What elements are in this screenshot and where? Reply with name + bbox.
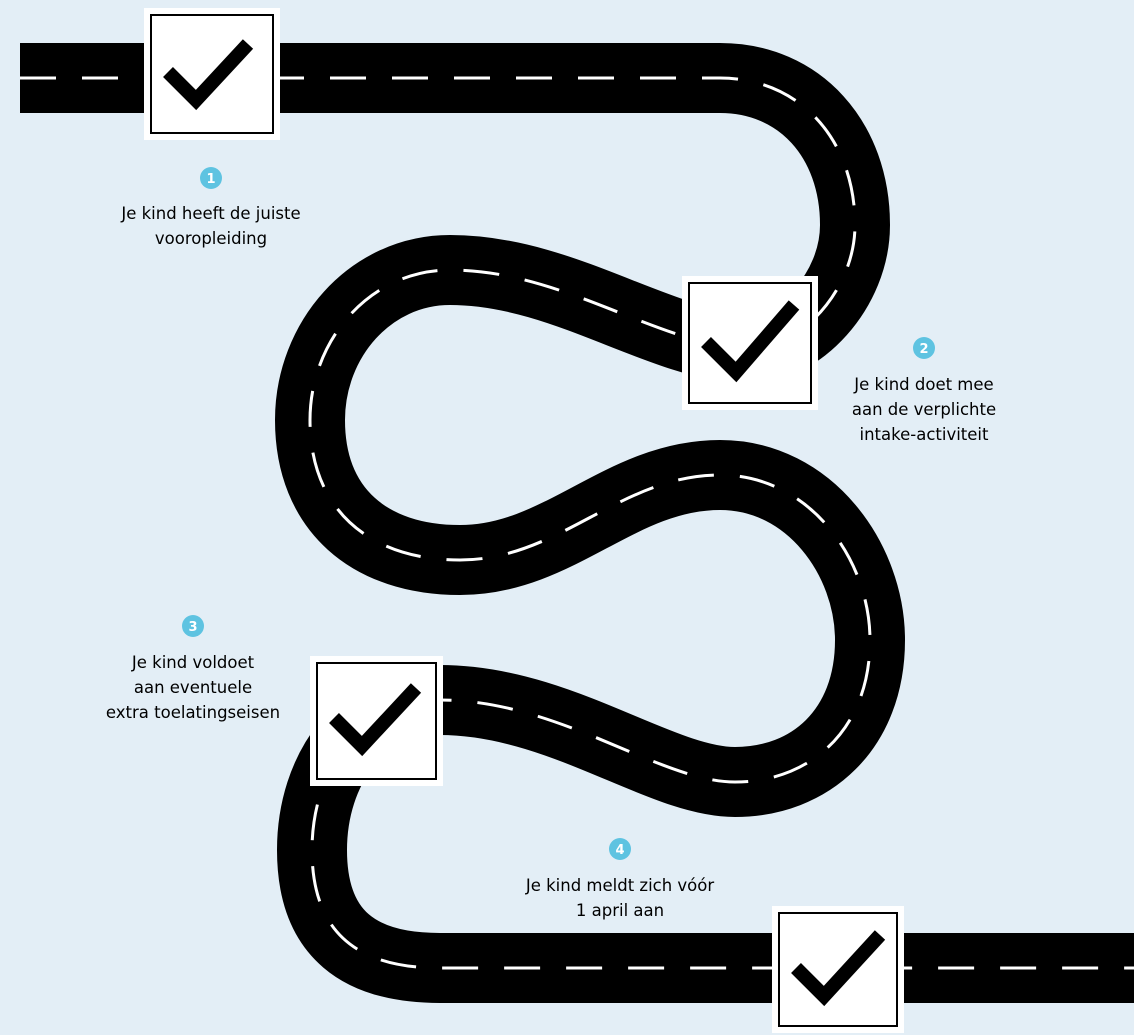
step-text-line: Je kind voldoet — [131, 653, 255, 672]
step-text-line: Je kind heeft de juiste — [120, 204, 300, 223]
step-text-line: 1 april aan — [576, 901, 664, 920]
step-number: 4 — [615, 843, 624, 858]
step-text-line: intake-activiteit — [860, 425, 989, 444]
step-text-line: vooropleiding — [155, 229, 267, 248]
checkpoint-2 — [682, 276, 818, 410]
step-number: 3 — [188, 620, 197, 635]
step-number: 2 — [919, 342, 928, 357]
step-number: 1 — [206, 172, 215, 187]
checkpoint-4 — [772, 906, 904, 1033]
step-text-line: aan de verplichte — [852, 400, 996, 419]
step-text-line: Je kind meldt zich vóór — [525, 876, 715, 895]
checkpoint-1 — [144, 8, 280, 140]
step-text-line: extra toelatingseisen — [106, 703, 280, 722]
step-text-line: aan eventuele — [134, 678, 252, 697]
checkpoint-3 — [310, 656, 443, 786]
step-text-line: Je kind doet mee — [853, 375, 993, 394]
